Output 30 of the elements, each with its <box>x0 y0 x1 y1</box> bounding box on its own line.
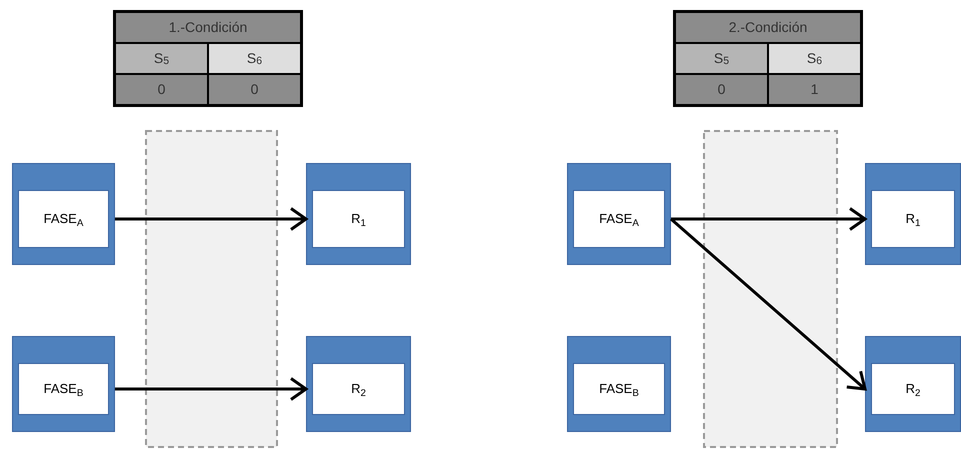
arrow <box>670 218 866 390</box>
table-cell: 0 <box>675 74 768 105</box>
arrow <box>115 207 308 231</box>
block-label: R$_{2}$ <box>906 380 920 399</box>
block-box <box>567 163 671 265</box>
block-box <box>306 336 411 432</box>
block-box <box>306 163 411 265</box>
table-cell: S$_{6}$ <box>208 43 301 74</box>
block-label: R$_{2}$ <box>351 380 366 399</box>
block-label: FASE$_{A}$ <box>44 210 84 229</box>
block-label: R$_{1}$ <box>351 210 366 229</box>
table-cell: 1 <box>768 74 861 105</box>
block-box <box>865 163 961 265</box>
table-cell: S$_{5}$ <box>675 43 768 74</box>
block-box <box>567 336 671 432</box>
table-cell: 0 <box>208 74 301 105</box>
block-label: FASE$_{B}$ <box>44 380 84 399</box>
block-box <box>12 336 115 432</box>
block-label: FASE$_{A}$ <box>599 210 639 229</box>
table-header: 1.-Condición <box>115 12 301 43</box>
table-cell: S$_{5}$ <box>115 43 208 74</box>
block-label: R$_{1}$ <box>906 210 920 229</box>
block-box <box>865 336 961 432</box>
table-cell: 0 <box>115 74 208 105</box>
table-cell: S$_{6}$ <box>768 43 861 74</box>
table-header: 2.-Condición <box>675 12 861 43</box>
arrow <box>671 207 866 231</box>
block-box <box>12 163 115 265</box>
arrow <box>115 377 308 401</box>
block-label: FASE$_{B}$ <box>599 380 639 399</box>
